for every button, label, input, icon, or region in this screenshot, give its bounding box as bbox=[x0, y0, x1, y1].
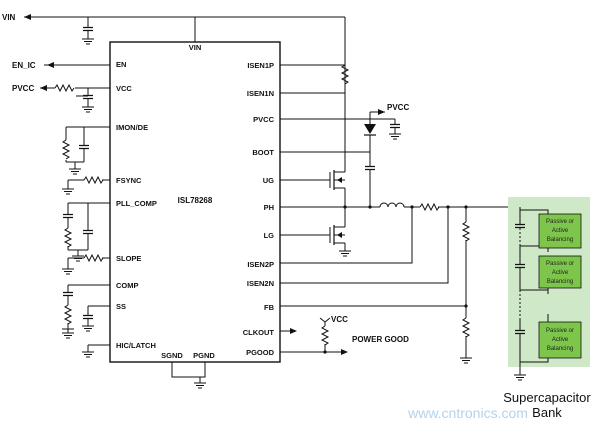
pin-pvcc: PVCC bbox=[253, 115, 274, 124]
pll-comp-network bbox=[62, 202, 110, 262]
pin-comp: COMP bbox=[116, 281, 139, 290]
pin-boot: BOOT bbox=[252, 148, 274, 157]
watermark: www.cntronics.com bbox=[407, 405, 528, 421]
gnd-ic bbox=[193, 379, 207, 389]
balancer-2: Passive or Active Balancing bbox=[538, 255, 582, 289]
svg-text:Active: Active bbox=[552, 337, 569, 343]
pin-isen2p: ISEN2P bbox=[247, 260, 274, 269]
pin-imon: IMON/DE bbox=[116, 123, 148, 132]
net-vcc: VCC bbox=[331, 315, 348, 324]
resistor-pvcc bbox=[54, 84, 75, 92]
boot-network bbox=[280, 151, 376, 207]
imon-network bbox=[62, 126, 110, 175]
ic-body bbox=[109, 41, 281, 363]
slope-network bbox=[61, 254, 110, 275]
svg-text:Active: Active bbox=[552, 270, 569, 276]
net-pvcc-right: PVCC bbox=[387, 103, 409, 112]
cap-vin bbox=[81, 17, 95, 45]
pin-clkout: CLKOUT bbox=[243, 328, 275, 337]
balancer-1: Passive or Active Balancing bbox=[538, 213, 582, 249]
comp-network bbox=[61, 284, 110, 339]
hic-latch-network bbox=[81, 344, 110, 358]
svg-text:Active: Active bbox=[552, 228, 569, 234]
svg-text:Passive or: Passive or bbox=[546, 261, 574, 267]
pin-ug: UG bbox=[263, 176, 274, 185]
pin-pgnd: PGND bbox=[193, 351, 215, 360]
svg-text:Passive or: Passive or bbox=[546, 219, 574, 225]
pin-isen2n: ISEN2N bbox=[247, 279, 274, 288]
ic-name: ISL78268 bbox=[178, 196, 213, 205]
mosfet-high-side bbox=[280, 152, 346, 207]
pin-ph: PH bbox=[264, 203, 274, 212]
pin-ss: SS bbox=[116, 302, 126, 311]
ss-network bbox=[81, 305, 110, 332]
net-en-ic: EN_IC bbox=[12, 61, 36, 70]
svg-text:Balancing: Balancing bbox=[547, 279, 573, 285]
pin-isen1n: ISEN1N bbox=[247, 89, 274, 98]
pin-pgood: PGOOD bbox=[246, 348, 275, 357]
svg-text:Passive or: Passive or bbox=[546, 328, 574, 334]
pin-vin: VIN bbox=[189, 43, 202, 52]
isen1-network bbox=[280, 64, 349, 94]
pin-hic-latch: HIC/LATCH bbox=[116, 341, 156, 350]
pgood-network bbox=[280, 317, 348, 355]
net-power-good: POWER GOOD bbox=[352, 335, 409, 344]
svg-text:Balancing: Balancing bbox=[547, 237, 573, 243]
pin-pll-comp: PLL_COMP bbox=[116, 199, 157, 208]
pin-vcc: VCC bbox=[116, 84, 132, 93]
bank-title-line1: Supercapacitor bbox=[503, 390, 591, 405]
net-pvcc-left: PVCC bbox=[12, 84, 34, 93]
svg-text:Balancing: Balancing bbox=[547, 346, 573, 352]
balancer-3: Passive or Active Balancing bbox=[538, 321, 582, 359]
pin-sgnd: SGND bbox=[161, 351, 183, 360]
pin-isen1p: ISEN1P bbox=[247, 61, 274, 70]
pvcc-right-network bbox=[280, 109, 402, 152]
pin-lg: LG bbox=[264, 231, 275, 240]
isen2-network bbox=[280, 205, 450, 284]
fsync-network bbox=[61, 176, 110, 195]
arrow-pvcc-left bbox=[40, 85, 47, 91]
pin-slope: SLOPE bbox=[116, 254, 141, 263]
caps-vcc bbox=[76, 88, 95, 113]
arrow-clkout bbox=[290, 328, 297, 334]
fb-divider bbox=[280, 205, 473, 364]
arrow-vin bbox=[24, 14, 31, 20]
pin-en: EN bbox=[116, 60, 126, 69]
mosfet-low-side bbox=[280, 207, 352, 257]
ph-node bbox=[280, 202, 508, 211]
arrow-en bbox=[47, 62, 54, 68]
pin-fb: FB bbox=[264, 303, 275, 312]
net-vin: VIN bbox=[2, 13, 16, 22]
pin-fsync: FSYNC bbox=[116, 176, 142, 185]
wire-gnd-bottom bbox=[171, 362, 206, 380]
bank-title-line2: Bank bbox=[532, 405, 562, 420]
